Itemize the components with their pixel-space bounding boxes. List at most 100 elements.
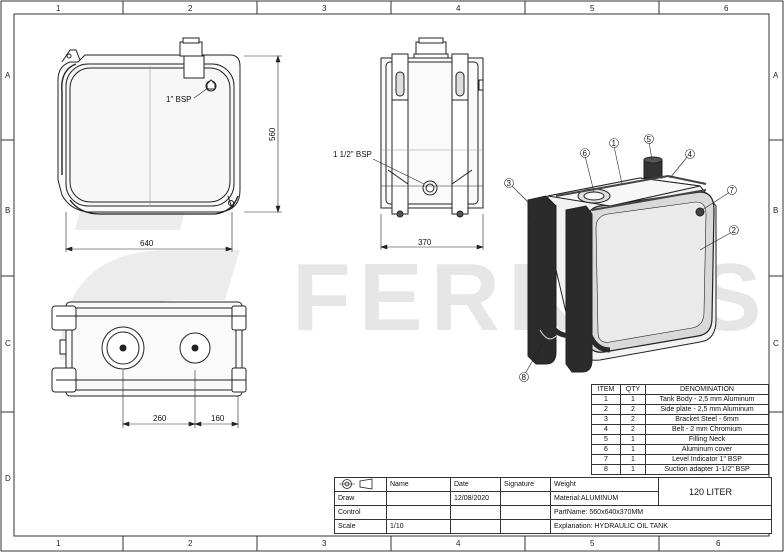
callouts — [504, 134, 739, 382]
bom-item: 1 — [591, 394, 621, 405]
projection-symbol — [335, 478, 387, 492]
callout-6: 6 — [583, 149, 588, 158]
col-label-bottom: 2 — [188, 539, 193, 548]
side-view — [380, 37, 484, 218]
bom-denomination: Level Indicator 1" BSP — [645, 454, 769, 465]
bom-item: 5 — [591, 434, 621, 445]
date-header: Date — [451, 478, 501, 492]
bom-qty: 2 — [620, 424, 646, 435]
row-label-left: A — [5, 71, 11, 80]
row-label-left: B — [5, 206, 10, 215]
bom-denomination: Bracket Steel - 6mm — [645, 414, 769, 425]
row-label-left: D — [5, 474, 11, 483]
col-label-top: 3 — [322, 4, 327, 13]
bom-header-item: ITEM — [591, 384, 621, 395]
level-indicator-leader — [193, 87, 209, 99]
material-field: Material:ALUMINUM — [551, 492, 659, 506]
col-label-bottom: 1 — [56, 539, 61, 548]
bom-denomination: Aluminum cover — [645, 444, 769, 455]
col-label-bottom: 5 — [590, 539, 595, 548]
callout-8: 8 — [522, 373, 527, 382]
callout-2: 2 — [732, 226, 737, 235]
row-label-right: C — [773, 339, 779, 348]
level-indicator-port-label: 1" BSP — [166, 95, 192, 104]
weight-field: Weight — [551, 478, 659, 492]
col-label-top: 5 — [590, 4, 595, 13]
scale-empty-1 — [451, 520, 501, 533]
top-left-dimension: 260 — [153, 414, 167, 423]
bom-qty: 1 — [620, 444, 646, 455]
bom-item: 6 — [591, 444, 621, 455]
col-label-bottom: 3 — [322, 539, 327, 548]
col-label-top: 6 — [724, 4, 729, 13]
control-signature — [501, 506, 551, 520]
front-dimension-lines — [65, 55, 282, 252]
bom-item: 2 — [591, 404, 621, 415]
draw-date: 12/08/2020 — [451, 492, 501, 506]
top-view — [51, 301, 247, 397]
bom-denomination: Tank Body - 2,5 mm Aluminum — [645, 394, 769, 405]
control-name — [387, 506, 451, 520]
callout-1: 1 — [612, 139, 617, 148]
bom-header-row: ITEM QTY DENOMINATION — [591, 384, 769, 395]
signature-header: Signature — [501, 478, 551, 492]
isometric-view — [527, 156, 717, 373]
bom-header-qty: QTY — [620, 384, 646, 395]
col-label-bottom: 6 — [716, 539, 721, 548]
col-label-bottom: 4 — [456, 539, 461, 548]
bom-qty: 1 — [620, 464, 646, 475]
top-dimension-lines — [122, 370, 239, 428]
front-view — [57, 37, 241, 215]
side-width-dimension: 370 — [418, 238, 432, 247]
top-right-dimension: 160 — [211, 414, 225, 423]
projection-symbol-icon — [339, 478, 373, 490]
capacity-label: 120 LITER — [659, 478, 771, 506]
scale-value: 1/10 — [387, 520, 451, 533]
bom-item: 4 — [591, 424, 621, 435]
draw-signature — [501, 492, 551, 506]
bom-qty: 1 — [620, 434, 646, 445]
side-dimension-lines — [380, 214, 484, 250]
bom-item: 8 — [591, 464, 621, 475]
front-width-dimension: 640 — [140, 239, 154, 248]
draw-name — [387, 492, 451, 506]
scale-empty-2 — [501, 520, 551, 533]
bom-denomination: Filling Neck — [645, 434, 769, 445]
part-name-field: PartName: 560x640x370MM — [551, 506, 771, 520]
col-label-top: 1 — [56, 4, 61, 13]
row-label-right: B — [773, 206, 778, 215]
callout-5: 5 — [647, 135, 652, 144]
bom-item: 3 — [591, 414, 621, 425]
bom-denomination: Side plate - 2,5 mm Aluminum — [645, 404, 769, 415]
bom-denomination: Suction adapter 1-1/2" BSP — [645, 464, 769, 475]
bom-qty: 1 — [620, 454, 646, 465]
callout-4: 4 — [688, 150, 693, 159]
bom-header-denomination: DENOMINATION — [645, 384, 769, 395]
name-header: Name — [387, 478, 451, 492]
callout-7: 7 — [730, 186, 735, 195]
draw-row-label: Draw — [335, 492, 387, 506]
front-height-dimension: 560 — [268, 127, 277, 141]
col-label-top: 2 — [188, 4, 193, 13]
suction-port-leader — [372, 158, 425, 185]
control-row-label: Control — [335, 506, 387, 520]
scale-row-label: Scale — [335, 520, 387, 533]
row-label-right: A — [773, 71, 779, 80]
bom-qty: 2 — [620, 414, 646, 425]
explanation-field: Explanation: HYDRAULIC OIL TANK — [554, 523, 668, 530]
row-label-left: C — [5, 339, 11, 348]
control-date — [451, 506, 501, 520]
bom-item: 7 — [591, 454, 621, 465]
bom-denomination: Belt - 2 mm Chromium — [645, 424, 769, 435]
